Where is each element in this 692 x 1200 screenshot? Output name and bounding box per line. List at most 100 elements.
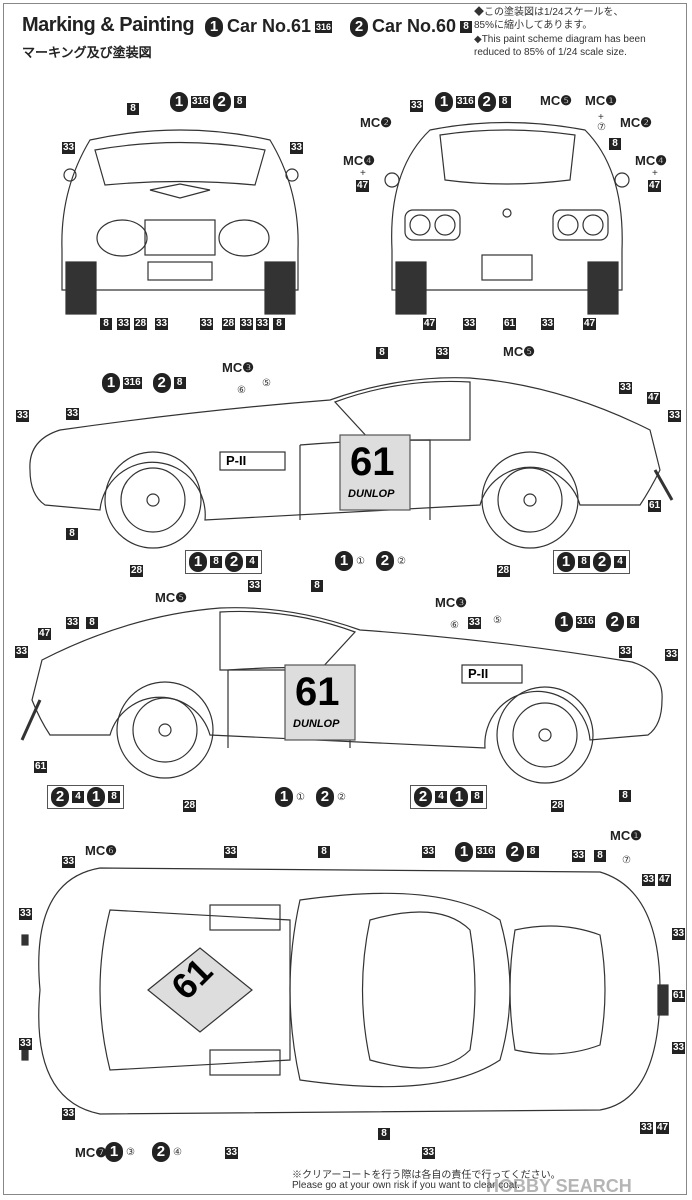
callout: 8 bbox=[108, 791, 120, 803]
footer-note-jp: ※クリアーコートを行う際は各自の責任で行ってください。 bbox=[292, 1170, 561, 1181]
mc-callout: MC❹ bbox=[635, 153, 667, 168]
car-2-header: 2 Car No.60 8 bbox=[350, 16, 473, 37]
mc-callout: MC❹ bbox=[343, 153, 375, 168]
callout: 33 bbox=[15, 646, 29, 658]
callout: 33 bbox=[436, 347, 450, 359]
page-title: Marking & Painting bbox=[22, 14, 195, 36]
mc-callout: MC❺ bbox=[503, 344, 535, 359]
callout: 28 bbox=[130, 565, 144, 577]
callout: 33 bbox=[665, 649, 679, 661]
callout: ④ bbox=[172, 1146, 182, 1158]
callout: 33 bbox=[290, 142, 304, 154]
car-number-badge: 1 bbox=[87, 787, 105, 807]
car-number-badge: 2 bbox=[414, 787, 432, 807]
callout: 33 bbox=[62, 142, 76, 154]
callout: ② bbox=[396, 555, 406, 567]
page-border bbox=[3, 3, 687, 1195]
note-line: ◆この塗装図は1/24スケールを、 bbox=[474, 7, 624, 18]
note-line: ◆This paint scheme diagram has been bbox=[474, 34, 646, 45]
callout: 8 bbox=[318, 846, 330, 858]
mc-callout: MC❶ bbox=[585, 93, 617, 108]
dunlop-decal: DUNLOP bbox=[293, 718, 340, 730]
callout: 33 bbox=[225, 1147, 239, 1159]
callout: 8 bbox=[127, 103, 139, 115]
callout: 33 bbox=[619, 646, 633, 658]
callout: 33 bbox=[155, 318, 169, 330]
callout: 33 bbox=[19, 908, 33, 920]
callout: 8 bbox=[376, 347, 388, 359]
callout: 61 bbox=[503, 318, 517, 330]
car-number-badge: 2 bbox=[605, 612, 624, 632]
mc-callout: MC❷ bbox=[360, 115, 392, 130]
callout: 8 bbox=[626, 616, 639, 628]
callout: 8 bbox=[100, 318, 112, 330]
car-number-badge: 1 bbox=[105, 1142, 123, 1162]
car-number-badge: 2 bbox=[212, 92, 231, 112]
car-label: Car No.61 bbox=[227, 16, 312, 36]
car-number-badge: 1 bbox=[102, 373, 120, 393]
step-number: ⑦ bbox=[597, 122, 606, 133]
mc-callout: MC❷ bbox=[620, 115, 652, 130]
note-line: reduced to 85% of 1/24 scale size. bbox=[474, 47, 627, 58]
car-number-badge: 2 bbox=[315, 787, 334, 807]
callout: 47 bbox=[356, 180, 370, 192]
step-number: ⑤ bbox=[493, 615, 502, 626]
front-view-drawing bbox=[61, 129, 299, 315]
callout: 4 bbox=[435, 791, 447, 803]
callout: 33 bbox=[422, 1147, 436, 1159]
step-number: ⑥ bbox=[237, 385, 246, 396]
callout: 33 bbox=[62, 1108, 76, 1120]
car-1-header: 1 Car No.61 316 bbox=[205, 16, 333, 37]
callout: 28 bbox=[551, 800, 565, 812]
callout: ① bbox=[356, 555, 365, 567]
callout: 33 bbox=[668, 410, 682, 422]
mc-callout: MC❺ bbox=[540, 93, 572, 108]
callout: 33 bbox=[16, 410, 30, 422]
callout: 61 bbox=[672, 990, 686, 1002]
callout: ① bbox=[296, 791, 305, 803]
callout: 47 bbox=[656, 1122, 670, 1134]
dunlop-decal: DUNLOP bbox=[348, 488, 395, 500]
callout: 316 bbox=[191, 96, 210, 108]
callout: 33 bbox=[468, 617, 482, 629]
plus: + bbox=[360, 168, 366, 179]
callout: 33 bbox=[248, 580, 262, 592]
callout: 33 bbox=[672, 1042, 686, 1054]
callout: 33 bbox=[66, 408, 80, 420]
side-view-left-drawing bbox=[29, 377, 674, 549]
mc-callout: MC❼ bbox=[75, 1145, 107, 1160]
car-number-badge: 2 bbox=[593, 552, 611, 572]
callout: 8 bbox=[609, 138, 621, 150]
callout: 8 bbox=[210, 556, 222, 568]
callout: 8 bbox=[311, 580, 323, 592]
car-number-badge: 1 bbox=[450, 787, 468, 807]
rear-view-drawing bbox=[384, 121, 630, 315]
callout: 33 bbox=[410, 100, 424, 112]
race-number-decal: 61 bbox=[295, 670, 340, 714]
callout: 33 bbox=[19, 1038, 33, 1050]
callout: 61 bbox=[34, 761, 48, 773]
callout: 33 bbox=[642, 874, 656, 886]
callout: 47 bbox=[38, 628, 52, 640]
callout: 28 bbox=[134, 318, 148, 330]
callout: 28 bbox=[222, 318, 236, 330]
callout: 33 bbox=[463, 318, 477, 330]
callout: 33 bbox=[224, 846, 238, 858]
callout: 4 bbox=[614, 556, 626, 568]
page-subtitle: マーキング及び塗装図 bbox=[22, 45, 152, 60]
car-number-badge: 2 bbox=[152, 373, 171, 393]
color-code: 316 bbox=[315, 20, 333, 33]
car-number-badge: 2 bbox=[151, 1142, 170, 1162]
car-number-badge: 2 bbox=[51, 787, 69, 807]
callout: 47 bbox=[648, 180, 662, 192]
callout: 33 bbox=[619, 382, 633, 394]
callout: 28 bbox=[497, 565, 511, 577]
callout: 33 bbox=[256, 318, 270, 330]
callout: 28 bbox=[183, 800, 197, 812]
